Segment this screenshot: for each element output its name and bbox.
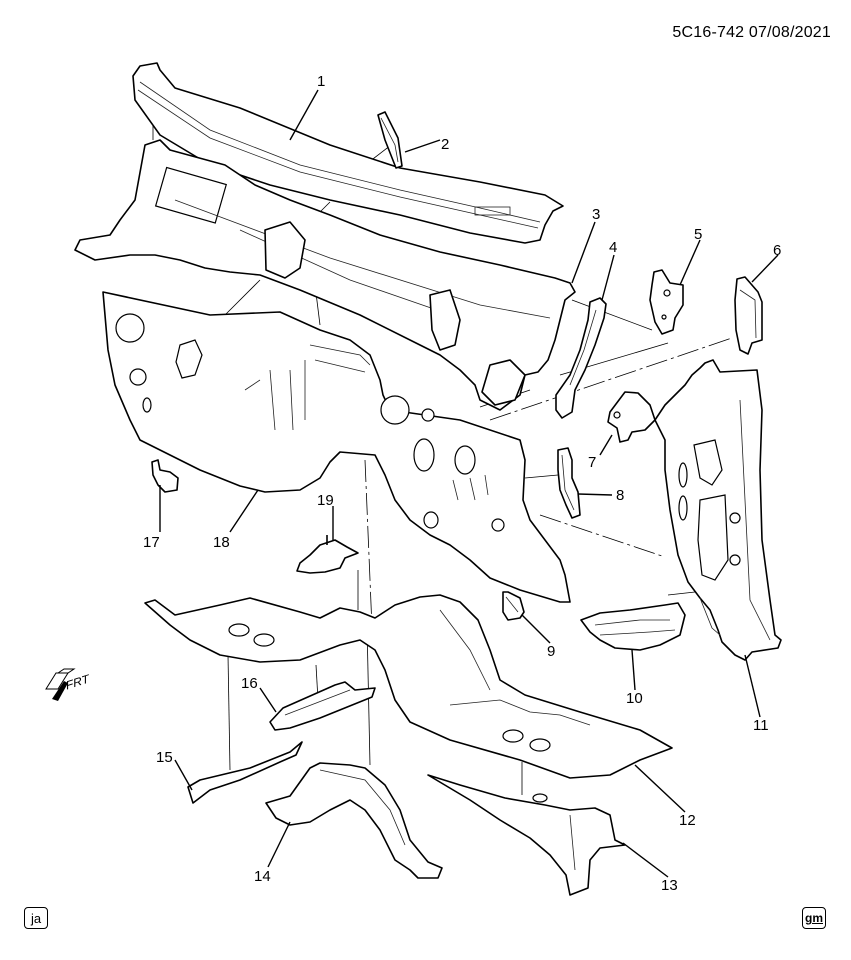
callout-12: 12 [679, 812, 696, 829]
part-18-dash-panel[interactable] [102, 291, 571, 603]
callout-4: 4 [609, 239, 617, 256]
part-1-cowl-panel[interactable] [132, 62, 564, 244]
callout-2: 2 [441, 136, 449, 153]
callout-18: 18 [213, 534, 230, 551]
leader-lines [159, 89, 779, 878]
callout-19: 19 [317, 492, 334, 509]
callout-10: 10 [626, 690, 643, 707]
part-19-support[interactable] [296, 535, 359, 574]
part-10-insulator[interactable] [580, 602, 686, 651]
part-9-bracket[interactable] [502, 591, 525, 621]
front-arrow-icon: FRT [45, 668, 90, 701]
part-5-brace[interactable] [649, 269, 684, 335]
callout-5: 5 [694, 226, 702, 243]
footer-badge-ja: ja [24, 907, 48, 929]
part-3-plenum-panel[interactable] [74, 139, 576, 411]
callout-15: 15 [156, 749, 173, 766]
gm-logo-icon: gm [802, 907, 826, 929]
callout-13: 13 [661, 877, 678, 894]
part-6-reinforcement[interactable] [734, 276, 763, 355]
part-2-seal[interactable] [377, 111, 403, 169]
part-14-tunnel-reinforcement[interactable] [265, 762, 443, 879]
part-16-crossmember[interactable] [269, 681, 376, 731]
callout-8: 8 [616, 487, 624, 504]
alignment-lines [152, 120, 733, 795]
diagram-code-date: 5C16-742 07/08/2021 [672, 24, 831, 41]
callout-3: 3 [592, 206, 600, 223]
part-13-rail-extension[interactable] [427, 774, 626, 896]
part-4-bracket[interactable] [555, 297, 607, 419]
callout-11: 11 [753, 717, 769, 734]
callout-9: 9 [547, 643, 555, 660]
part-17-bracket[interactable] [151, 459, 179, 493]
callout-14: 14 [254, 868, 271, 885]
callout-labels: 1 2 3 4 5 6 7 8 9 10 11 12 13 14 15 16 1… [143, 73, 781, 894]
part-15-rail[interactable] [187, 741, 303, 804]
callout-16: 16 [241, 675, 258, 692]
part-8-brace[interactable] [557, 447, 581, 519]
part-11-hinge-pillar[interactable] [654, 359, 782, 661]
part-7-bracket[interactable] [607, 391, 656, 443]
callout-17: 17 [143, 534, 160, 551]
callout-1: 1 [317, 73, 325, 90]
callout-7: 7 [588, 454, 596, 471]
callout-6: 6 [773, 242, 781, 259]
frt-label: FRT [66, 671, 90, 692]
part-12-floor-panel[interactable] [144, 594, 673, 779]
